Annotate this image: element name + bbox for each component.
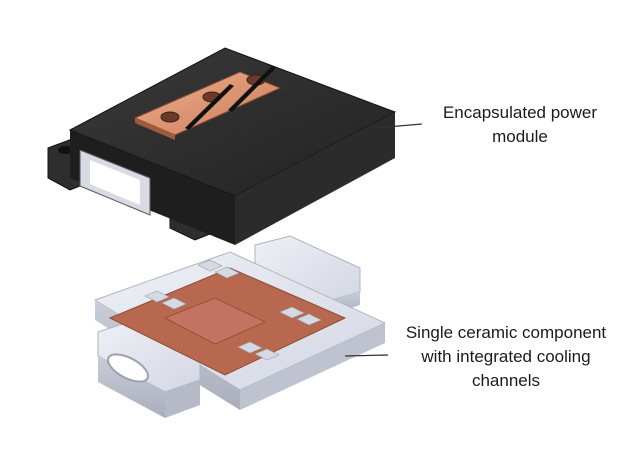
power-module (47, 47, 397, 245)
callout-module-line-1: Encapsulated power (442, 103, 598, 122)
cooling-channel-opening (107, 353, 149, 383)
contact-pads (144, 259, 322, 361)
ceramic-component (93, 235, 387, 418)
callout-ceramic-line-3: channels (471, 371, 541, 390)
callout-ceramic-line-1: Single ceramic component (405, 323, 607, 342)
callout-module-line-2: module (492, 127, 548, 146)
leader-line-module (374, 123, 423, 129)
callout-ceramic-line-2: with integrated cooling (421, 347, 591, 366)
leader-line-ceramic (344, 354, 389, 357)
callout-ceramic-label: Single ceramic component with integrated… (388, 321, 624, 393)
terminal-separators (185, 66, 276, 130)
callout-module-label: Encapsulated power module (420, 101, 620, 149)
